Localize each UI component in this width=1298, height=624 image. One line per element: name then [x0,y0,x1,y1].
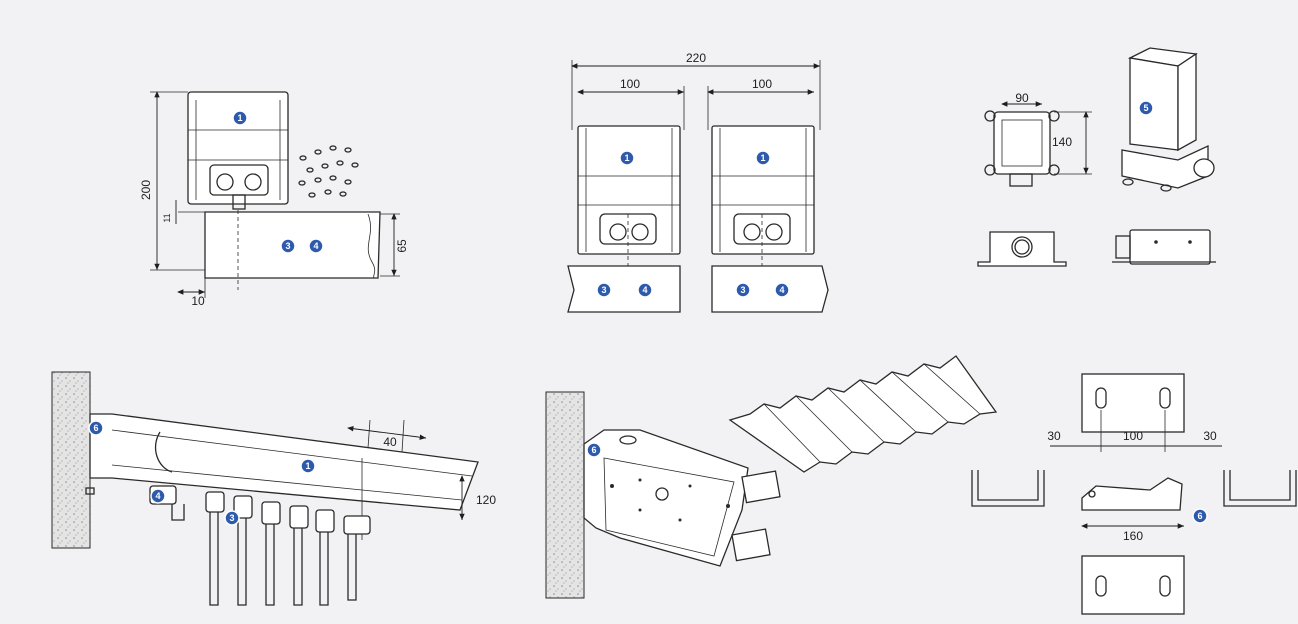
svg-text:4: 4 [642,285,647,295]
bracket-u-left [971,470,1045,507]
badge-4: 4 [308,238,324,254]
svg-text:4: 4 [155,491,160,501]
view-wall-bracket: 6 [545,355,998,599]
badge-6-side: 6 [1192,508,1208,524]
concrete-wall-center [545,391,585,599]
dim-30-left: 30 [1047,429,1061,443]
dim-140: 140 [1052,135,1072,149]
bracket-bottom-view [1081,555,1185,615]
badge-6-wall: 6 [88,420,104,436]
dim-10: 10 [191,294,205,308]
view-wall-rail-pendants: 40 120 6 1 4 3 [51,371,496,606]
corrugated-sheet [728,355,998,473]
dim-30-right: 30 [1203,429,1217,443]
badge-1-rail: 1 [300,458,316,474]
trolley [209,164,269,196]
badge-3-right: 3 [735,282,751,298]
svg-text:4: 4 [313,241,318,251]
screws-cluster [298,145,359,198]
badge-3: 3 [280,238,296,254]
badge-4-right: 4 [774,282,790,298]
dim-90: 90 [1015,91,1029,105]
svg-text:4: 4 [779,285,784,295]
dim-120: 120 [476,493,496,507]
dim-220: 220 [686,51,706,65]
badge-6-bracket: 6 [586,442,602,458]
dim-40: 40 [383,435,397,449]
svg-text:3: 3 [285,241,290,251]
badge-4-trolley: 4 [150,488,166,504]
profile-right [711,125,829,313]
svg-text:3: 3 [740,285,745,295]
badge-3-left: 3 [596,282,612,298]
dim-200: 200 [139,180,153,200]
view-front-double-section: 220 100 100 [567,51,829,313]
cable-trolleys [149,485,371,606]
box-side-view [1129,229,1211,265]
dim-11: 11 [162,213,172,222]
badge-4-left: 4 [637,282,653,298]
bracket-u-right [1223,470,1297,507]
badge-5: 5 [1138,100,1154,116]
svg-text:1: 1 [760,153,765,163]
concrete-wall-left [51,371,91,549]
svg-text:3: 3 [229,513,234,523]
bracket-side-view [1081,477,1183,511]
svg-text:5: 5 [1143,103,1148,113]
svg-text:6: 6 [1197,511,1202,521]
dim-100-bracket: 100 [1123,429,1143,443]
badge-1: 1 [232,110,248,126]
profile-left [567,125,681,313]
svg-text:6: 6 [591,445,596,455]
view-junction-box: 90 140 5 [977,47,1216,267]
badge-3-trolley: 3 [224,510,240,526]
svg-text:1: 1 [305,461,310,471]
svg-text:3: 3 [601,285,606,295]
svg-text:6: 6 [93,423,98,433]
svg-text:1: 1 [237,113,242,123]
dim-100-left: 100 [620,77,640,91]
badge-1-right: 1 [755,150,771,166]
dim-160: 160 [1123,529,1143,543]
dim-100-right: 100 [752,77,772,91]
bracket-top-view [1081,373,1185,433]
box-front-view [977,231,1067,267]
badge-1-left: 1 [619,150,635,166]
svg-text:1: 1 [624,153,629,163]
view-side-section: 200 11 65 10 1 3 4 [139,91,409,308]
view-bracket-projections: 30 100 30 160 6 [971,373,1297,615]
dim-65: 65 [395,239,409,253]
box-top-view [993,111,1051,175]
